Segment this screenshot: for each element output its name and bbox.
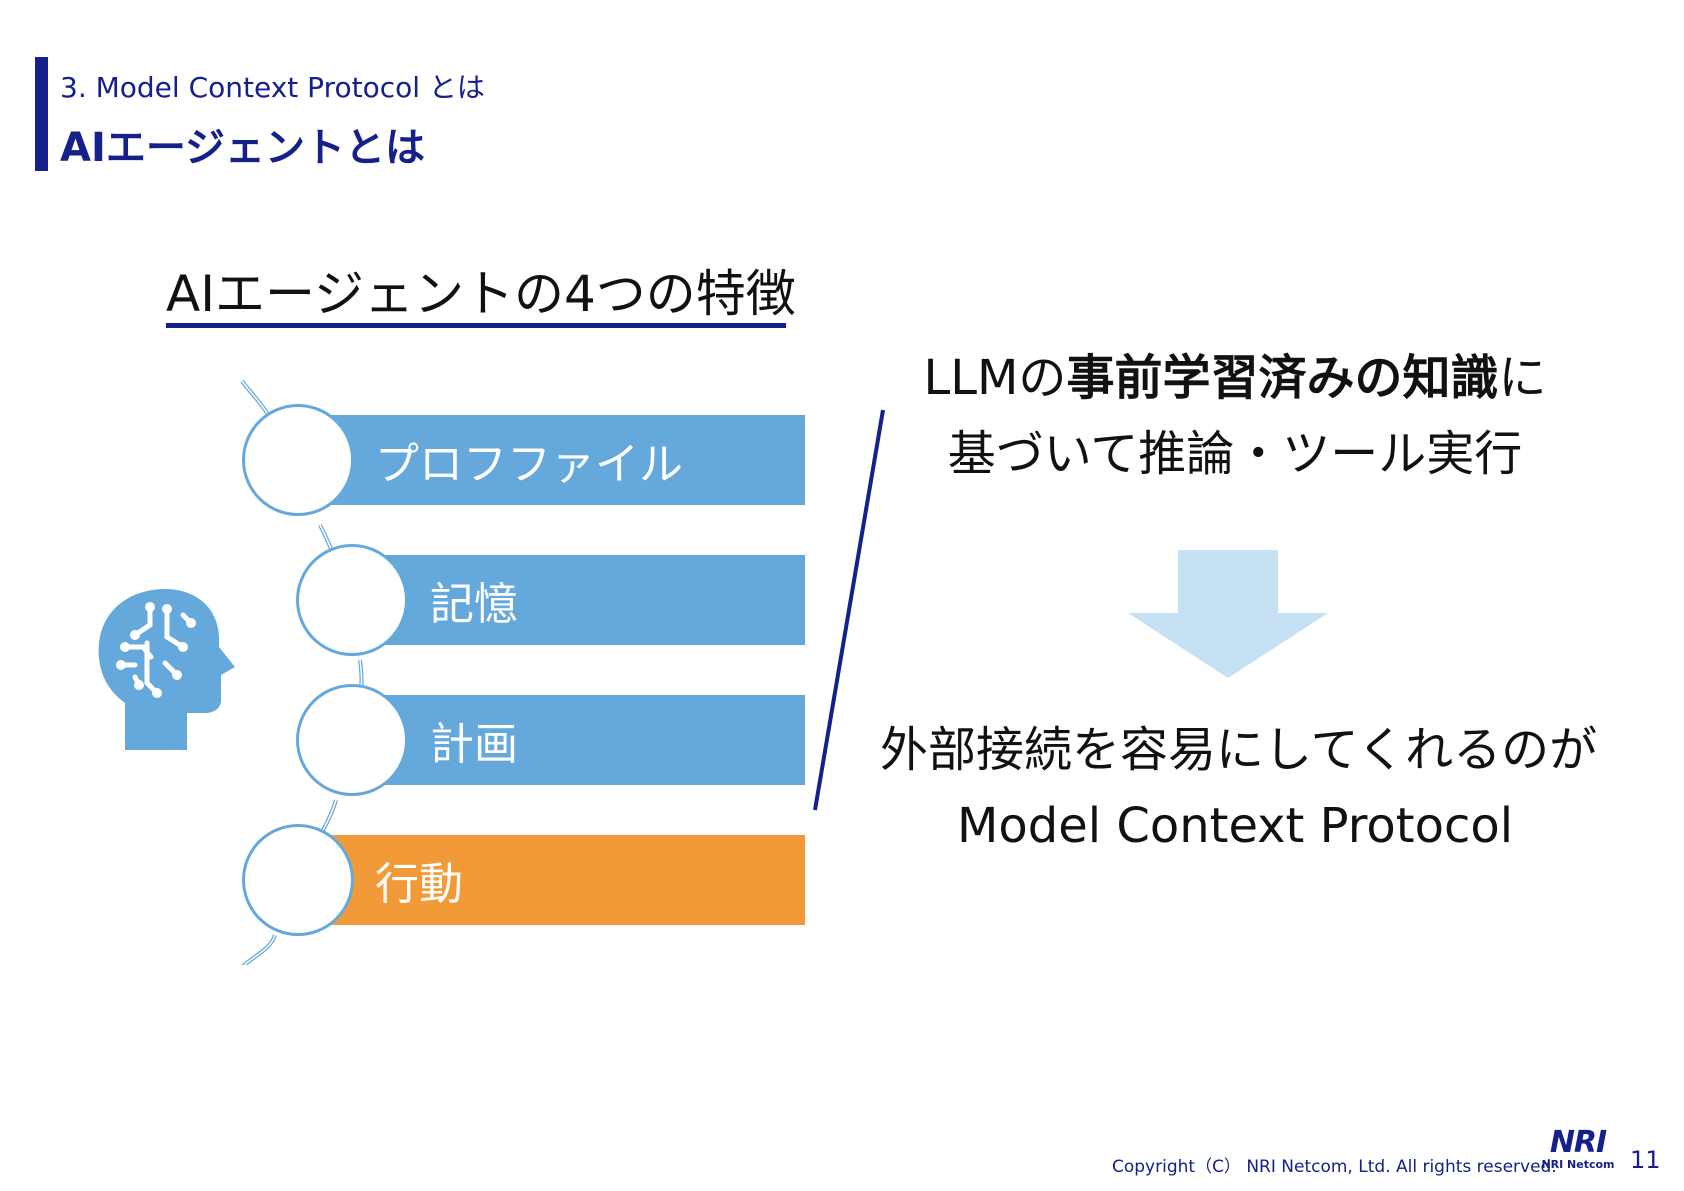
feature-bar-memory: 記憶 xyxy=(385,555,805,645)
ai-head-circuit-icon xyxy=(98,589,235,750)
feature-circle-planning xyxy=(296,684,408,796)
feature-label-profile: プロフファイル xyxy=(375,439,683,490)
feature-circle-memory xyxy=(296,544,408,656)
features-heading: AIエージェントの4つの特徴 xyxy=(166,265,796,323)
statement-line-4: Model Context Protocol xyxy=(956,798,1514,854)
statement-prefix: LLMの xyxy=(923,350,1067,406)
section-label: 3. Model Context Protocol とは xyxy=(60,71,485,104)
statement-line-2: 基づいて推論・ツール実行 xyxy=(947,426,1523,482)
slide-title: AIエージェントとは xyxy=(60,125,426,171)
copyright-text: Copyright（C） NRI Netcom, Ltd. All rights… xyxy=(1112,1157,1557,1177)
statement-emphasis: 事前学習済みの知識 xyxy=(1066,350,1499,406)
logo-text: NRI Netcom xyxy=(1541,1158,1615,1171)
page-number: 11 xyxy=(1630,1146,1661,1174)
statement-line-3: 外部接続を容易にしてくれるのが xyxy=(880,722,1598,778)
feature-circle-action xyxy=(242,824,354,936)
nri-netcom-logo: NRI NRI Netcom xyxy=(1538,1128,1618,1172)
features-heading-underline xyxy=(166,323,786,328)
statement-line-1: LLMの事前学習済みの知識に xyxy=(880,340,1590,416)
down-arrow-icon xyxy=(1128,550,1328,678)
feature-label-memory: 記憶 xyxy=(430,579,518,630)
feature-label-planning: 計画 xyxy=(430,719,518,770)
statement-suffix: に xyxy=(1498,350,1547,406)
logo-mark: NRI xyxy=(1549,1125,1607,1160)
feature-bar-planning: 計画 xyxy=(385,695,805,785)
header-accent-bar xyxy=(35,57,48,171)
slanted-divider-line xyxy=(813,409,885,811)
feature-bar-action: 行動 xyxy=(330,835,805,925)
feature-label-action: 行動 xyxy=(375,859,463,910)
feature-circle-profile xyxy=(242,404,354,516)
feature-bar-profile: プロフファイル xyxy=(330,415,805,505)
